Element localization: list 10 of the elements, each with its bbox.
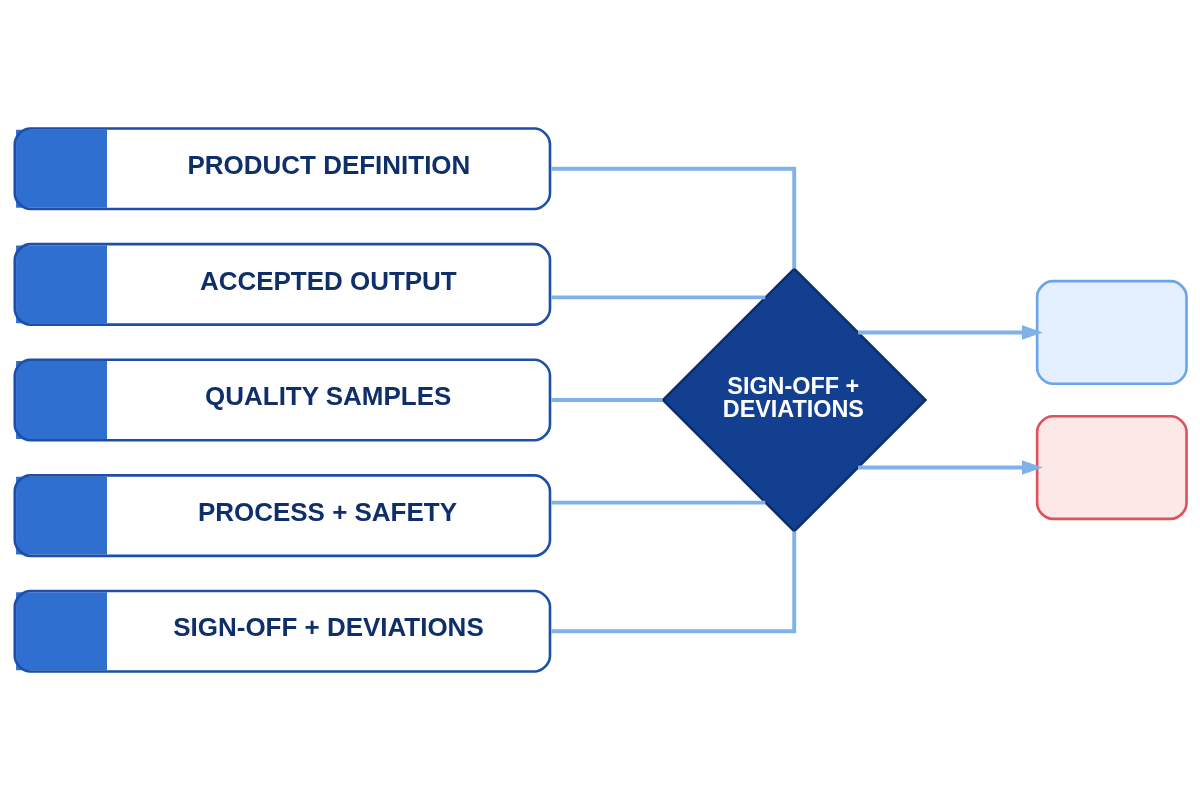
connector <box>551 500 766 505</box>
arrow <box>858 460 1043 475</box>
connector <box>551 531 797 634</box>
arrow <box>858 325 1043 340</box>
node-box <box>1035 414 1188 521</box>
node-box <box>1035 279 1188 386</box>
connector <box>551 295 766 300</box>
connector <box>551 166 797 269</box>
node-diamond: SIGN-OFF + DEVIATIONS <box>661 266 928 534</box>
connector <box>551 398 663 402</box>
